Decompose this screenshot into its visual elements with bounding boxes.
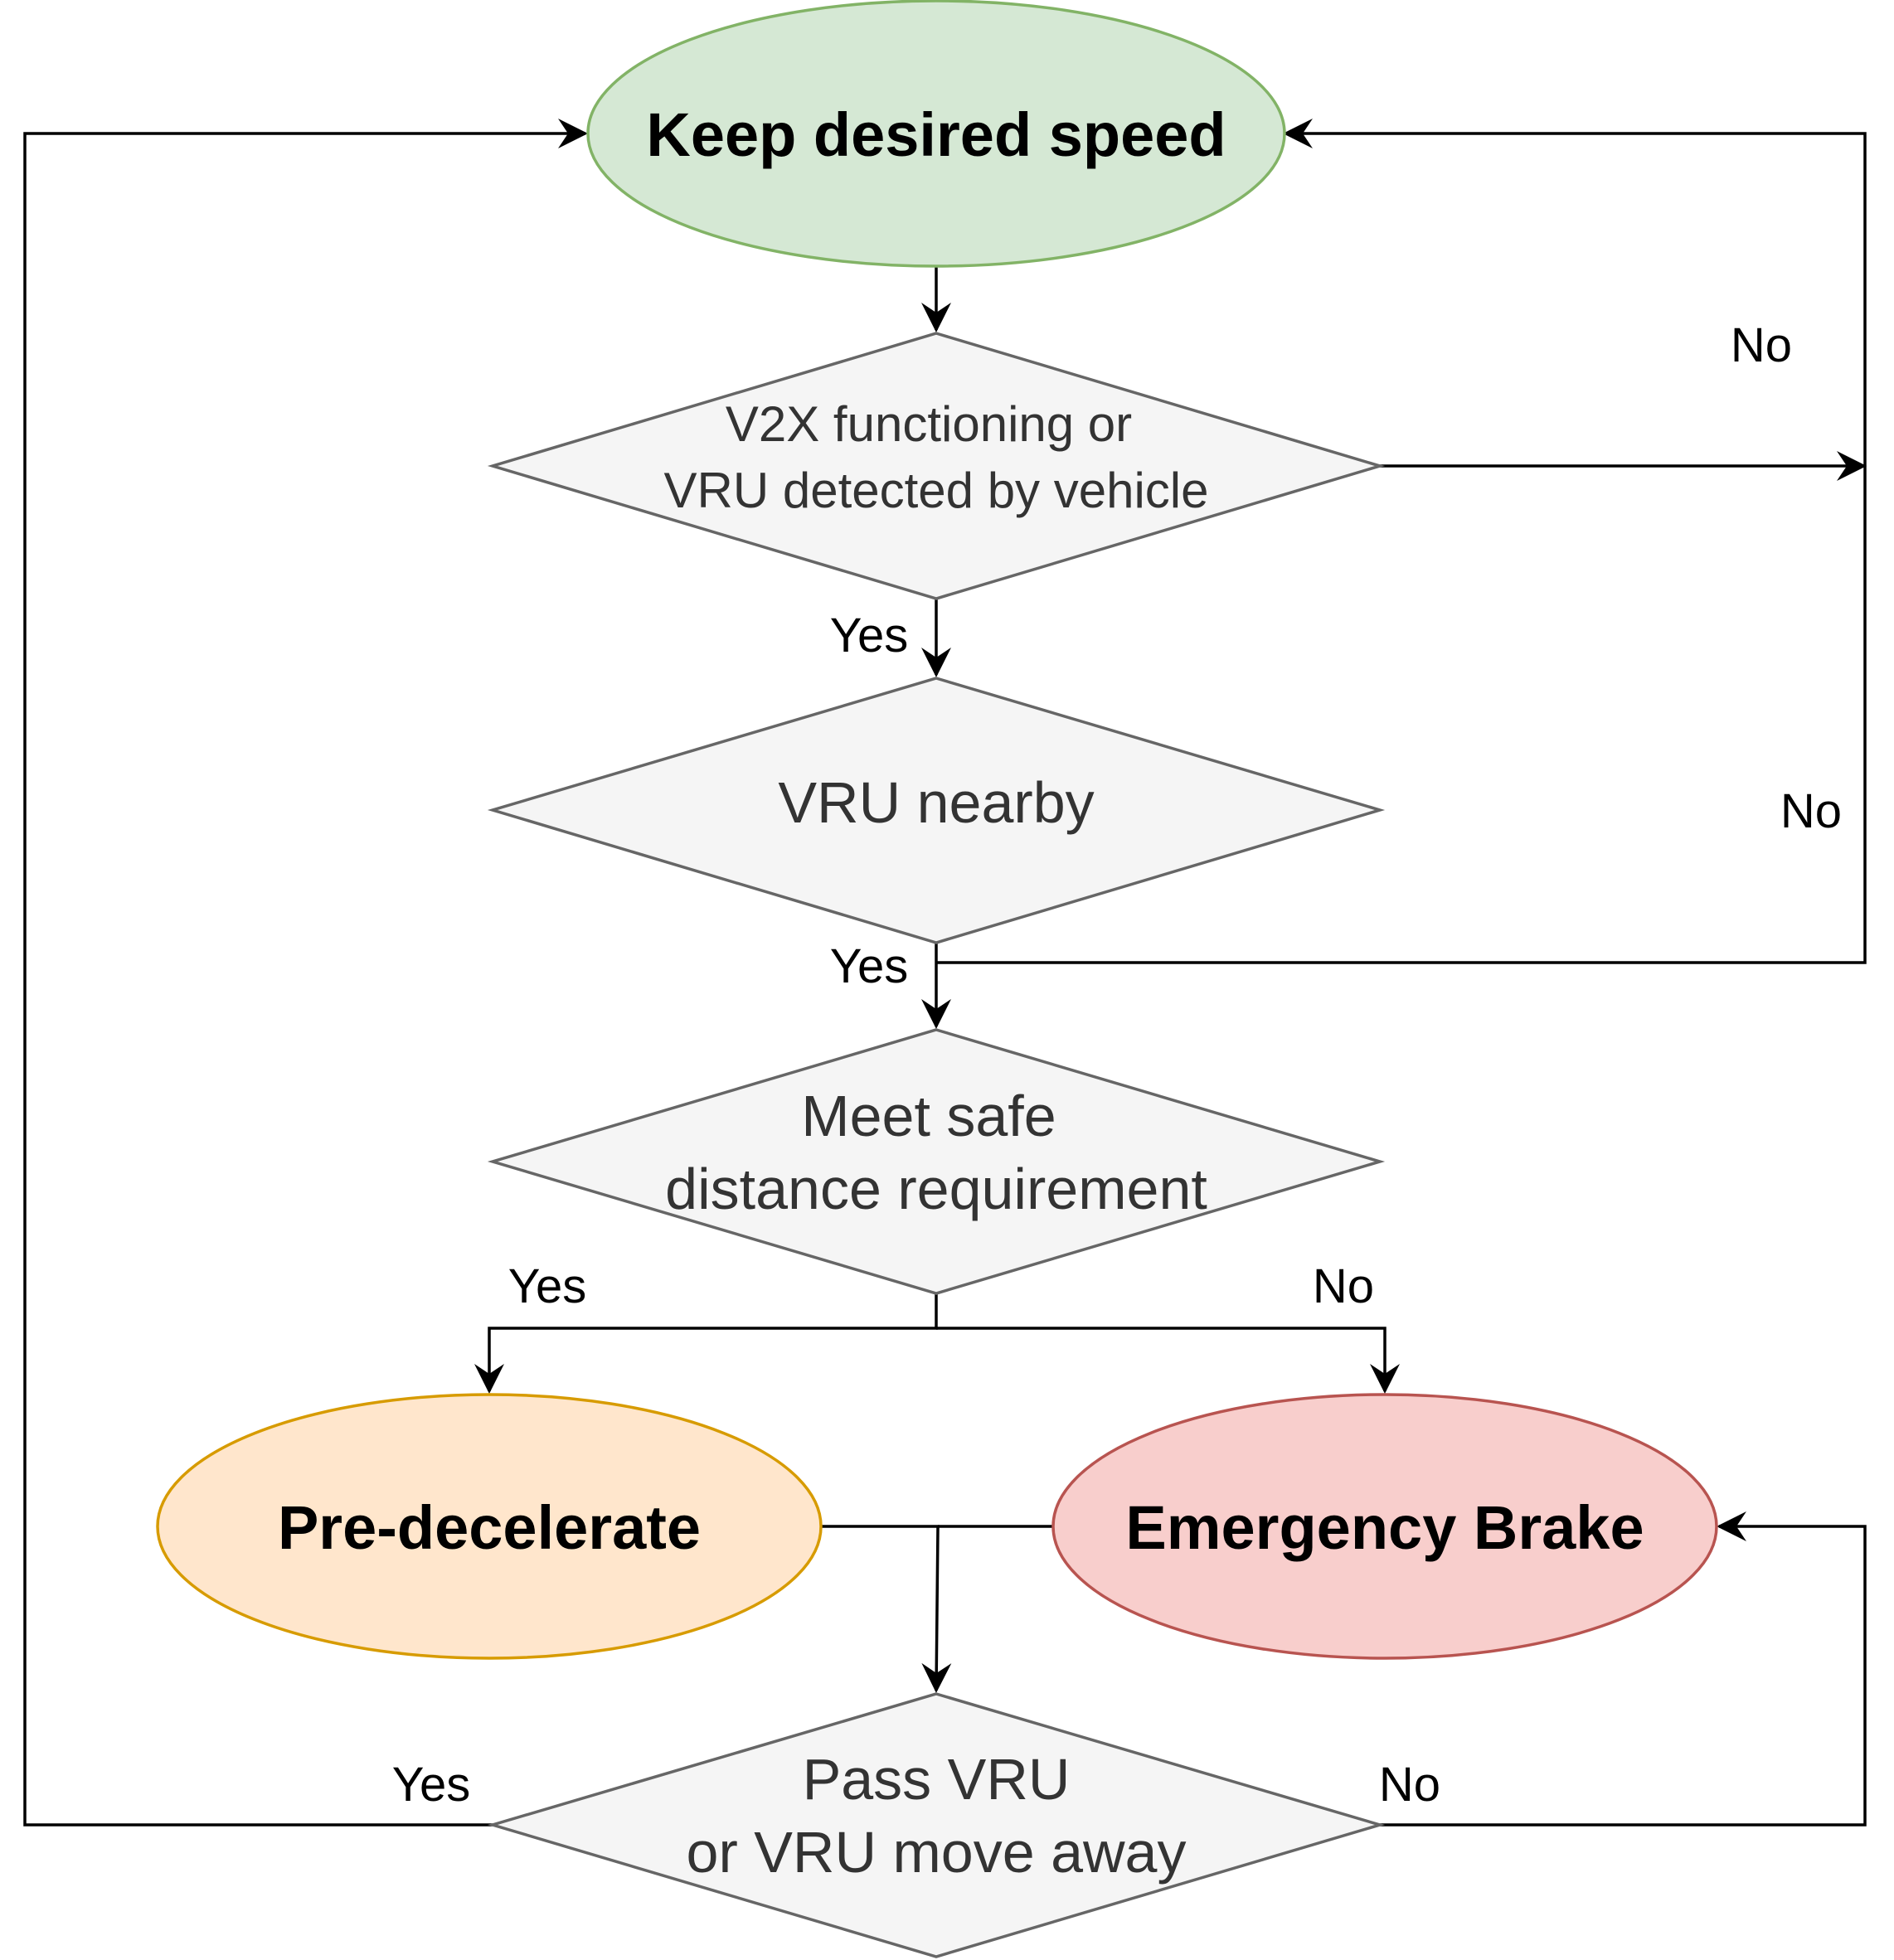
pass-vru-diamond — [487, 1692, 1386, 1958]
v2x-label-line1: V2X functioning or — [726, 396, 1132, 452]
vru-nearby-diamond — [487, 677, 1386, 944]
keep-speed-ellipse — [586, 0, 1286, 268]
safe-no-label: No — [1313, 1259, 1374, 1313]
pass-vru-decision: Pass VRU or VRU move away — [487, 1692, 1386, 1958]
safe-distance-decision: Meet safe distance requirement — [487, 1028, 1386, 1295]
edge-pre-to-pass — [820, 1525, 952, 1693]
edge-safe-no — [936, 1327, 1400, 1394]
pre-decelerate-ellipse — [156, 1393, 823, 1660]
edge-pass-yes — [23, 119, 588, 1827]
v2x-label-line2: VRU detected by vehicle — [663, 463, 1208, 518]
v2x-no-label: No — [1731, 318, 1792, 372]
pre-decelerate-node: Pre-decelerate — [156, 1393, 823, 1660]
keep-speed-node: Keep desired speed — [586, 0, 1286, 268]
emergency-brake-ellipse — [1051, 1393, 1718, 1660]
nearby-yes-label: Yes — [830, 939, 909, 993]
edge-nearby-no-return — [936, 119, 1867, 964]
emergency-brake-label: Emergency Brake — [1125, 1493, 1644, 1562]
v2x-yes-label: Yes — [830, 609, 909, 662]
pre-decelerate-label: Pre-decelerate — [278, 1493, 701, 1562]
pass-no-label: No — [1379, 1758, 1440, 1812]
v2x-decision: V2X functioning or VRU detected by vehic… — [487, 332, 1386, 600]
pass-vru-label-line1: Pass VRU — [803, 1747, 1071, 1812]
pass-yes-label: Yes — [392, 1758, 471, 1812]
safe-yes-label: Yes — [508, 1259, 587, 1313]
v2x-diamond — [487, 332, 1386, 600]
safe-distance-label-line2: distance requirement — [665, 1157, 1207, 1221]
safe-distance-diamond — [487, 1028, 1386, 1295]
vru-nearby-decision: VRU nearby — [487, 677, 1386, 944]
vru-nearby-label: VRU nearby — [778, 770, 1094, 835]
edge-pass-no — [1380, 1511, 1867, 1827]
edge-safe-yes — [474, 1293, 938, 1394]
safe-distance-label-line1: Meet safe — [801, 1084, 1056, 1148]
keep-speed-label: Keep desired speed — [646, 100, 1226, 169]
nearby-no-label: No — [1780, 784, 1842, 838]
pass-vru-label-line2: or VRU move away — [687, 1820, 1187, 1885]
emergency-brake-node: Emergency Brake — [1051, 1393, 1718, 1660]
